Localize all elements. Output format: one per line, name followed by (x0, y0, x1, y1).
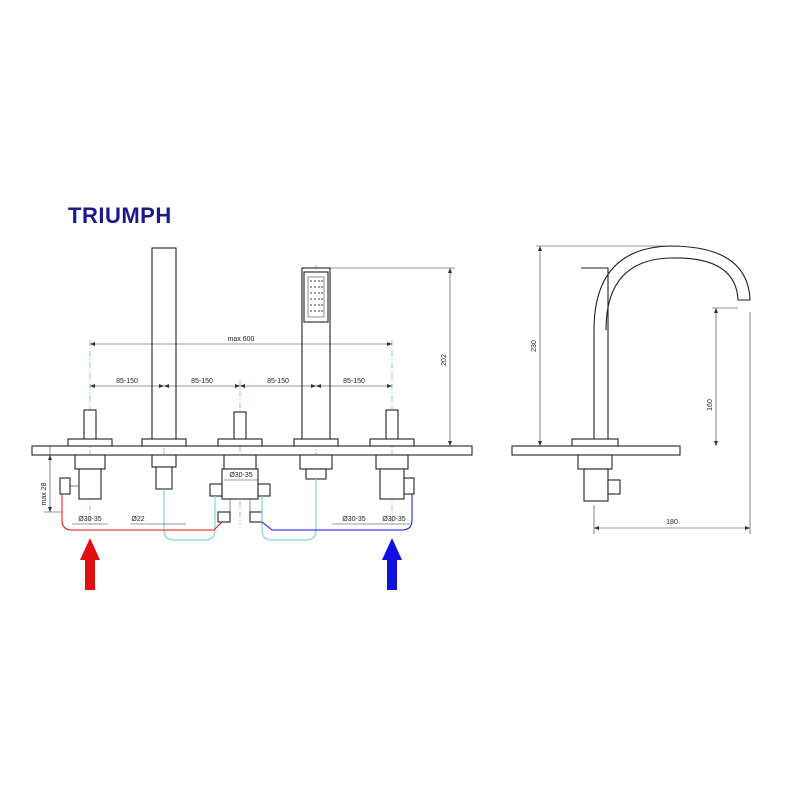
side-view: 230 160 180 (511, 245, 751, 534)
hose-hot (61, 494, 223, 531)
dim-hole-diverter: Ø30-35 (342, 516, 365, 523)
dim-spacing-2: 85-150 (191, 378, 213, 385)
side-spout (581, 245, 751, 440)
hose-cold (261, 494, 413, 531)
hand-shower (293, 267, 339, 480)
dim-side-reach: 180 (666, 519, 678, 526)
hot-water-arrow-icon (80, 538, 100, 590)
dim-spacing-1: 85-150 (116, 378, 138, 385)
hose-spout (163, 489, 216, 541)
dim-side-height-outlet: 160 (707, 399, 714, 411)
shower-nozzle-grid-icon (307, 276, 325, 318)
dim-max-spacing: max 600 (228, 336, 255, 343)
hose-shower (261, 479, 317, 541)
dim-hole-spout: Ø22 (131, 516, 144, 523)
dim-deck-thickness: max 28 (41, 482, 48, 505)
dim-height-shower: 202 (441, 354, 448, 366)
cold-water-arrow-icon (382, 538, 402, 590)
deck-plate (31, 445, 473, 456)
dim-hole-left: Ø30-35 (78, 516, 101, 523)
side-deck-plate (511, 445, 681, 456)
diagram-title: TRIUMPH (68, 203, 172, 228)
dim-side-height-total: 230 (531, 340, 538, 352)
right-valve (369, 409, 415, 500)
dim-hole-right: Ø30-35 (382, 516, 405, 523)
center-valve (209, 411, 271, 523)
dim-spacing-4: 85-150 (343, 378, 365, 385)
left-valve (59, 409, 113, 500)
dim-spacing-3: 85-150 (267, 378, 289, 385)
front-view: max 600 85-150 85-150 85-150 85-150 202 … (31, 247, 473, 590)
dim-hole-center: Ø30-35 (229, 472, 252, 479)
